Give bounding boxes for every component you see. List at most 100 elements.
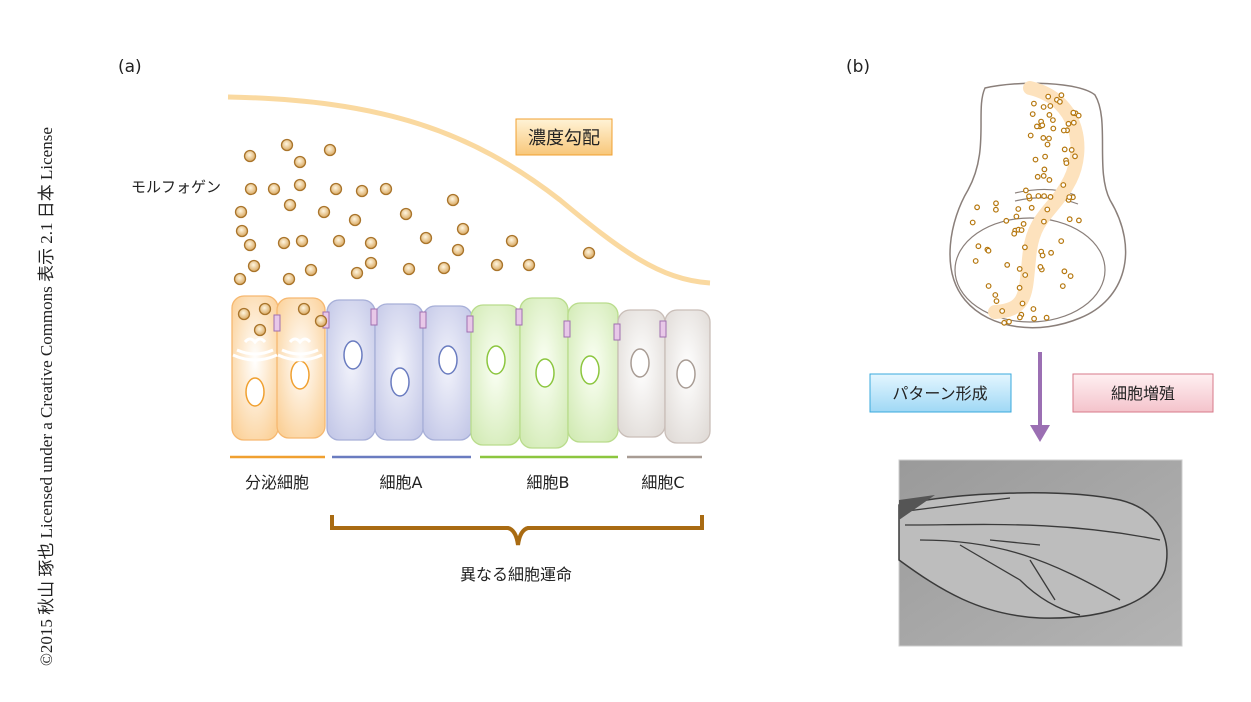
disc-particle	[1072, 153, 1078, 160]
morphogen-particle	[364, 236, 378, 250]
cell-junction	[273, 314, 281, 332]
fate-bracket	[330, 515, 704, 546]
morphogen-particle	[237, 307, 251, 321]
disc-particle	[985, 247, 992, 254]
disc-particle	[1047, 103, 1054, 109]
disc-particle	[1044, 141, 1051, 148]
morphogen-particle	[364, 256, 378, 270]
morphogen-particle	[399, 207, 413, 221]
morphogen-particle	[332, 234, 346, 248]
fate-label: 異なる細胞運命	[460, 565, 572, 584]
disc-particle	[1040, 172, 1047, 179]
morphogen-particle	[297, 302, 311, 316]
cell-nucleus	[676, 359, 696, 389]
cell-junction	[563, 320, 571, 338]
disc-particle	[1046, 135, 1052, 142]
disc-particle	[1042, 153, 1048, 160]
disc-particle	[1056, 98, 1063, 105]
disc-particle	[1060, 127, 1067, 134]
disc-particle	[1040, 104, 1047, 110]
disc-particle	[1015, 206, 1022, 212]
morphogen-particle	[233, 272, 247, 286]
disc-particle	[1040, 218, 1047, 225]
arrow-down-icon	[1030, 425, 1050, 442]
disc-particle	[1018, 227, 1025, 234]
cell-nucleus	[580, 355, 600, 385]
disc-particle	[1047, 193, 1054, 200]
morphogen-particle	[437, 261, 451, 275]
disc-particle	[1013, 213, 1020, 220]
morphogen-particle	[253, 323, 267, 337]
group-label-secretory: 分泌細胞	[245, 473, 309, 492]
disc-particle	[1046, 111, 1053, 118]
disc-particle	[1039, 252, 1046, 259]
disc-particle	[1023, 187, 1029, 194]
credit-text: ©2015 秋山 琢也 Licensed under a Creative Co…	[37, 127, 56, 666]
disc-particle	[1035, 193, 1042, 199]
morphogen-label: モルフォゲン	[131, 178, 221, 196]
cell-nucleus	[486, 345, 506, 375]
disc-particle	[1060, 182, 1067, 188]
morphogen-particle	[522, 258, 536, 272]
disc-particle	[1045, 93, 1052, 100]
disc-particle	[993, 206, 999, 213]
disc-particle	[1033, 123, 1040, 130]
cell-junction	[466, 315, 474, 333]
disc-particle	[1027, 132, 1034, 139]
gradient-label-box	[515, 118, 613, 156]
morphogen-particle	[490, 258, 504, 272]
morphogen-particle	[355, 184, 369, 198]
disc-particle	[1022, 244, 1028, 251]
disc-particle	[992, 292, 999, 298]
disc-particle	[1061, 268, 1068, 275]
morphogen-particle	[379, 182, 393, 196]
disc-particle	[993, 200, 999, 207]
morphogen-particle	[348, 213, 362, 227]
disc-particle	[1048, 249, 1054, 256]
morphogen-particle	[451, 243, 465, 257]
morphogen-particle	[247, 259, 261, 273]
morphogen-particle	[293, 178, 307, 192]
disc-particle	[1075, 217, 1082, 224]
cell	[231, 295, 279, 441]
disc-particle	[1029, 111, 1036, 117]
disc-particle	[1058, 238, 1065, 245]
morphogen-particle	[446, 193, 460, 207]
disc-particle	[1070, 109, 1077, 116]
disc-particle	[1032, 156, 1039, 163]
gradient-label: 濃度勾配	[528, 128, 600, 149]
morphogen-particle	[283, 198, 297, 212]
cell-nucleus	[630, 348, 650, 378]
disc-particle	[1065, 120, 1072, 127]
disc-particle	[1001, 319, 1008, 326]
morphogen-particle	[244, 182, 258, 196]
disc-particle	[993, 298, 1000, 305]
disc-particle	[1011, 230, 1018, 237]
pattern-formation-label: パターン形成	[892, 384, 987, 403]
disc-particle	[1068, 146, 1075, 153]
disc-particle	[985, 283, 992, 289]
morphogen-particle	[295, 234, 309, 248]
cell-nucleus	[390, 367, 410, 397]
disc-particle	[1026, 193, 1032, 200]
morphogen-particle	[282, 272, 296, 286]
disc-particle	[1067, 273, 1074, 280]
disc-particle	[1043, 314, 1050, 321]
group-label-b: 細胞B	[527, 473, 570, 492]
morphogen-particles	[233, 138, 596, 337]
morphogen-particle	[419, 231, 433, 245]
disc-particle	[969, 219, 976, 226]
cell-growth-box	[1072, 373, 1214, 413]
morphogen-particle	[505, 234, 519, 248]
morphogen-particle	[582, 246, 596, 260]
morphogen-particle	[235, 224, 249, 238]
disc-particle	[1004, 262, 1011, 268]
panel-a-label: (a)	[118, 57, 142, 77]
disc-particle	[1061, 146, 1068, 153]
morphogen-particle	[258, 302, 272, 316]
gradient-curve	[227, 94, 711, 286]
disc-particle	[1041, 193, 1047, 200]
group-label-a: 細胞A	[380, 473, 423, 492]
disc-particle	[1040, 134, 1047, 141]
